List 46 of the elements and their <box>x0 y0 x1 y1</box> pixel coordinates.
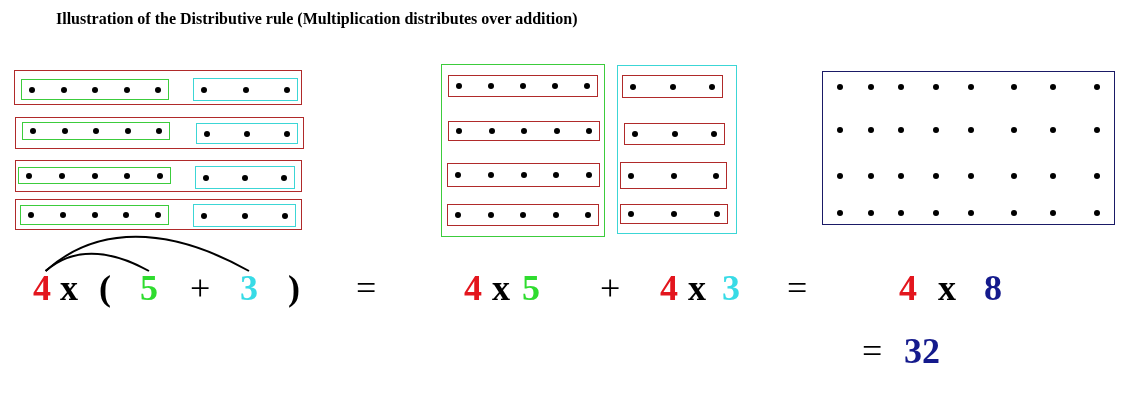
title: Illustration of the Distributive rule (Multiplication distributes over addition) <box>56 10 578 28</box>
row-frame <box>620 162 727 189</box>
number: 5 <box>522 270 540 306</box>
group-frame <box>22 122 170 140</box>
group-frame <box>21 79 169 100</box>
curved-connector <box>44 235 250 272</box>
row-frame <box>15 117 304 149</box>
multiplier-number: 4 <box>33 270 51 306</box>
row-frame <box>15 199 302 230</box>
addend-number: 5 <box>140 270 158 306</box>
group-frame <box>18 167 171 184</box>
group-frame <box>441 64 605 237</box>
equals-sign: = <box>862 333 883 369</box>
number: 4 <box>660 270 678 306</box>
equals-sign: = <box>356 270 377 306</box>
group-frame <box>193 204 296 227</box>
row-frame <box>448 121 600 141</box>
row-frame <box>447 163 600 187</box>
number: 8 <box>984 270 1002 306</box>
times-sign: x <box>60 270 78 306</box>
row-frame <box>448 75 598 97</box>
times-sign: x <box>688 270 706 306</box>
number: 4 <box>464 270 482 306</box>
row-frame <box>14 70 302 105</box>
row-frame <box>620 204 728 224</box>
row-frame <box>15 160 302 192</box>
times-sign: x <box>492 270 510 306</box>
times-sign: x <box>938 270 956 306</box>
group-frame <box>193 78 298 101</box>
row-frame <box>447 204 599 226</box>
number: 4 <box>899 270 917 306</box>
parenthesis: ) <box>288 270 300 306</box>
group-frame <box>196 123 298 144</box>
array-frame <box>822 71 1115 225</box>
group-frame <box>617 65 737 234</box>
group-frame <box>195 166 295 189</box>
parenthesis: ( <box>99 270 111 306</box>
plus-sign: + <box>600 270 621 306</box>
addend-number: 3 <box>240 270 258 306</box>
group-frame <box>20 205 169 225</box>
row-frame <box>622 75 723 98</box>
number: 3 <box>722 270 740 306</box>
plus-sign: + <box>190 270 211 306</box>
equals-sign: = <box>787 270 808 306</box>
row-frame <box>624 123 725 145</box>
number: 32 <box>904 333 940 369</box>
